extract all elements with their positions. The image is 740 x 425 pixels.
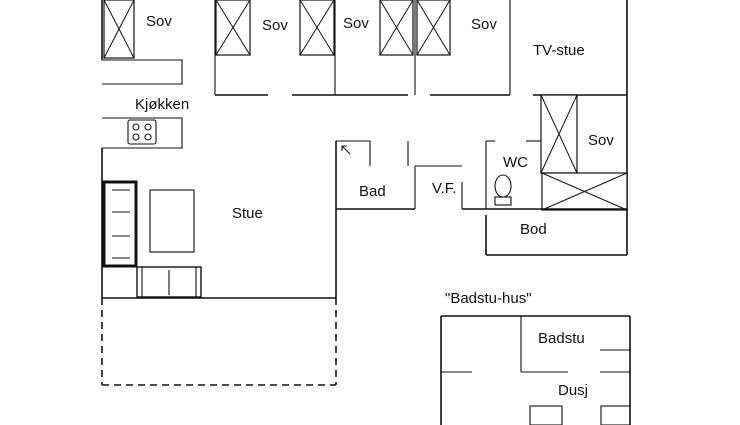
- bed-3: [299, 0, 335, 56]
- building-label-badstu-hus: "Badstu-hus": [445, 290, 532, 307]
- room-label-vf: V.F.: [432, 180, 456, 197]
- room-label-sov-1: Sov: [146, 13, 172, 30]
- kitchen-counter: [102, 59, 183, 149]
- room-label-sov-4: Sov: [471, 16, 497, 33]
- stove: [127, 119, 157, 145]
- bed-1: [103, 0, 135, 59]
- room-label-stue: Stue: [232, 205, 263, 222]
- bed-2: [215, 0, 251, 56]
- main-house-walls: [101, 0, 628, 299]
- badstu-hus-walls: [440, 315, 631, 425]
- bed-7: [541, 172, 628, 211]
- room-label-dusj: Dusj: [558, 382, 588, 399]
- room-label-sov-3: Sov: [343, 15, 369, 32]
- room-label-badstu: Badstu: [538, 330, 585, 347]
- room-label-bod: Bod: [520, 221, 547, 238]
- room-label-kjokken: Kjøkken: [135, 96, 189, 113]
- coffee-table: [149, 189, 195, 253]
- toilet-icon: [494, 174, 512, 206]
- bed-4: [379, 0, 414, 56]
- terrace-outline: [101, 298, 337, 386]
- room-label-sov-2: Sov: [262, 17, 288, 34]
- shower-arrow-icon: [341, 145, 351, 155]
- bed-6: [540, 94, 578, 174]
- room-label-tv-stue: TV-stue: [533, 42, 585, 59]
- bathroom-walls: [335, 140, 627, 298]
- room-label-wc: WC: [503, 154, 528, 171]
- bed-5: [416, 0, 451, 56]
- room-label-sov-5: Sov: [588, 132, 614, 149]
- room-label-bad: Bad: [359, 183, 386, 200]
- armchair: [102, 180, 138, 268]
- sofa: [136, 266, 202, 298]
